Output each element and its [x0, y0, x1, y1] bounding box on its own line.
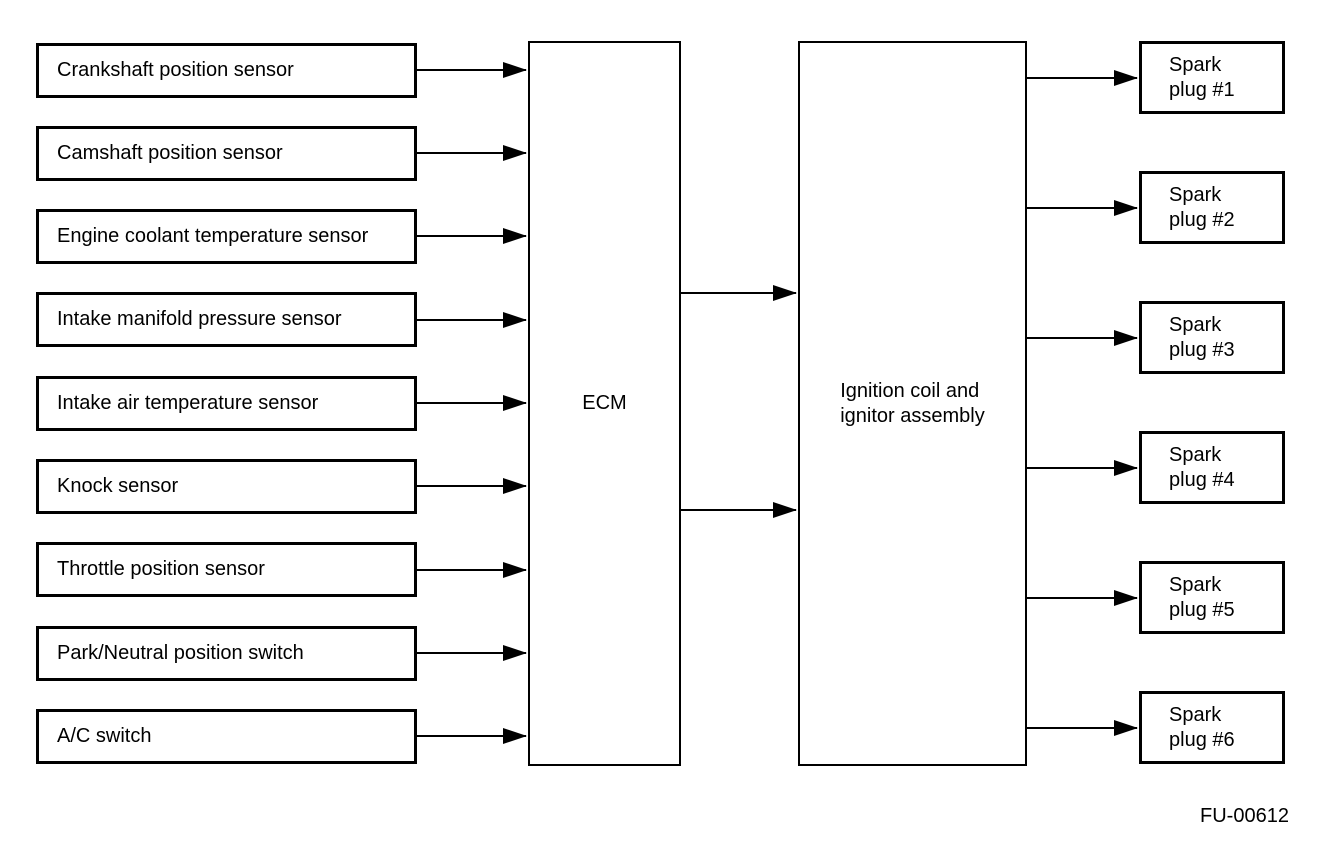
- box-label: Intake air temperature sensor: [57, 392, 319, 414]
- box-label: ECM: [582, 392, 627, 414]
- box-label: Spark plug #6: [1169, 703, 1235, 751]
- box-label: Spark plug #5: [1169, 573, 1235, 621]
- box-engine-coolant-temperature-sensor: Engine coolant temperature sensor: [36, 209, 417, 264]
- box-spark-plug-6: Spark plug #6: [1139, 691, 1285, 764]
- box-label: Park/Neutral position switch: [57, 642, 304, 664]
- box-spark-plug-4: Spark plug #4: [1139, 431, 1285, 504]
- box-label: Spark plug #2: [1169, 183, 1235, 231]
- box-throttle-position-sensor: Throttle position sensor: [36, 542, 417, 597]
- box-ecm: ECM: [528, 41, 681, 766]
- box-knock-sensor: Knock sensor: [36, 459, 417, 514]
- box-camshaft-position-sensor: Camshaft position sensor: [36, 126, 417, 181]
- box-spark-plug-3: Spark plug #3: [1139, 301, 1285, 374]
- box-label: Spark plug #3: [1169, 313, 1235, 361]
- figure-code: FU-00612: [1200, 805, 1289, 827]
- box-label: A/C switch: [57, 725, 152, 747]
- box-label: Spark plug #4: [1169, 443, 1235, 491]
- box-label: Camshaft position sensor: [57, 142, 283, 164]
- box-intake-air-temperature-sensor: Intake air temperature sensor: [36, 376, 417, 431]
- box-spark-plug-5: Spark plug #5: [1139, 561, 1285, 634]
- box-label: Throttle position sensor: [57, 558, 265, 580]
- box-label: Crankshaft position sensor: [57, 59, 294, 81]
- box-label: Engine coolant temperature sensor: [57, 225, 369, 247]
- box-crankshaft-position-sensor: Crankshaft position sensor: [36, 43, 417, 98]
- box-ignition-coil-and-ignitor-assembly: Ignition coil and ignitor assembly: [798, 41, 1027, 766]
- box-label: Intake manifold pressure sensor: [57, 308, 342, 330]
- box-spark-plug-1: Spark plug #1: [1139, 41, 1285, 114]
- box-ac-switch: A/C switch: [36, 709, 417, 764]
- box-spark-plug-2: Spark plug #2: [1139, 171, 1285, 244]
- box-intake-manifold-pressure-sensor: Intake manifold pressure sensor: [36, 292, 417, 347]
- box-park-neutral-position-switch: Park/Neutral position switch: [36, 626, 417, 681]
- box-label: Spark plug #1: [1169, 53, 1235, 101]
- box-label: Ignition coil and ignitor assembly: [840, 379, 985, 427]
- box-label: Knock sensor: [57, 475, 179, 497]
